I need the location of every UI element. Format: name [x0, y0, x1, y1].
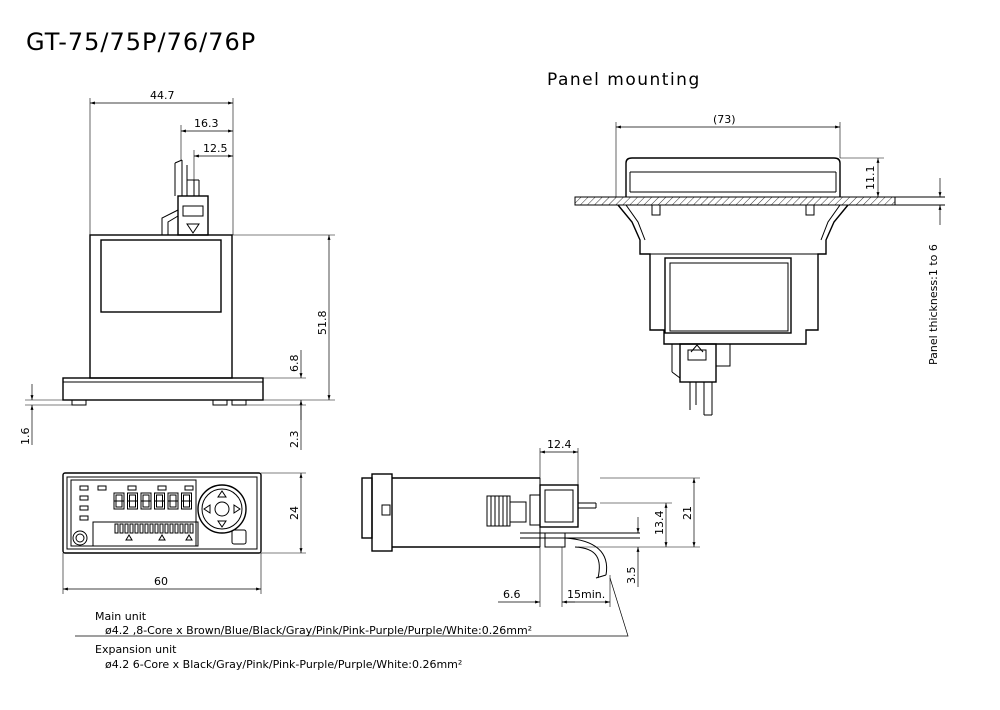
bar-segment [139, 523, 144, 534]
display-digit [113, 492, 125, 510]
dim-44-7: 44.7 [150, 89, 175, 102]
bar-segment [189, 523, 194, 534]
bar-segment [159, 523, 164, 534]
panel-mounting-view: Panel mounting [547, 70, 945, 416]
panel-mounting-dimensions: (73) 11.1 Panel thickness:1 to 6 [615, 113, 942, 365]
side-view [62, 159, 264, 406]
main-unit-label: Main unit [95, 610, 147, 623]
top-view [361, 473, 640, 579]
bar-segment [174, 523, 179, 534]
front-view-dimensions: 24 60 [62, 472, 306, 594]
bar-segment [129, 523, 134, 534]
dim-15min: 15min. [567, 588, 605, 601]
dim-3-5: 3.5 [625, 567, 638, 585]
display-digit [181, 492, 192, 510]
display-digit [140, 492, 152, 510]
expansion-unit-spec: ø4.2 6-Core x Black/Gray/Pink/Pink-Purpl… [105, 658, 462, 671]
dim-6-8: 6.8 [288, 355, 301, 373]
seven-segment-display [113, 492, 192, 510]
display-digit [127, 492, 138, 510]
dim-2-3: 2.3 [288, 431, 301, 449]
bar-segment [134, 523, 139, 534]
dim-51-8: 51.8 [316, 311, 329, 336]
dim-24: 24 [288, 506, 301, 520]
expansion-unit-label: Expansion unit [95, 643, 177, 656]
bar-segment [114, 523, 119, 534]
cable-notes: Main unit ø4.2 ,8-Core x Brown/Blue/Blac… [95, 610, 532, 671]
bar-segment [119, 523, 124, 534]
bar-segment [184, 523, 189, 534]
bar-segment [149, 523, 154, 534]
dim-11-1: 11.1 [864, 166, 877, 191]
side-view-dimensions: 44.7 16.3 12.5 51.8 6.8 2.3 1.6 [19, 89, 335, 450]
bar-segment [124, 523, 129, 534]
dim-13-4: 13.4 [653, 511, 666, 536]
bar-graph [114, 523, 194, 534]
dim-73: (73) [713, 113, 736, 126]
dim-1-6: 1.6 [19, 428, 32, 446]
bar-segment [169, 523, 174, 534]
drawing-title: GT-75/75P/76/76P [26, 28, 256, 56]
dim-12-5: 12.5 [203, 142, 228, 155]
dim-12-4: 12.4 [547, 438, 572, 451]
panel-mounting-label: Panel mounting [547, 70, 701, 90]
dim-21: 21 [681, 506, 694, 520]
dim-6-6: 6.6 [503, 588, 521, 601]
front-view [62, 472, 262, 554]
display-digit [167, 492, 179, 510]
bar-segment [144, 523, 149, 534]
panel-thickness-note: Panel thickness:1 to 6 [927, 244, 940, 365]
bar-segment [179, 523, 184, 534]
dim-16-3: 16.3 [194, 117, 219, 130]
top-view-dimensions: 12.4 21 13.4 3.5 6.6 15min. [498, 438, 700, 607]
dim-60: 60 [154, 575, 168, 588]
bar-segment [164, 523, 169, 534]
bar-segment [154, 523, 159, 534]
main-unit-spec: ø4.2 ,8-Core x Brown/Blue/Black/Gray/Pin… [105, 624, 532, 637]
display-digit [154, 492, 165, 510]
